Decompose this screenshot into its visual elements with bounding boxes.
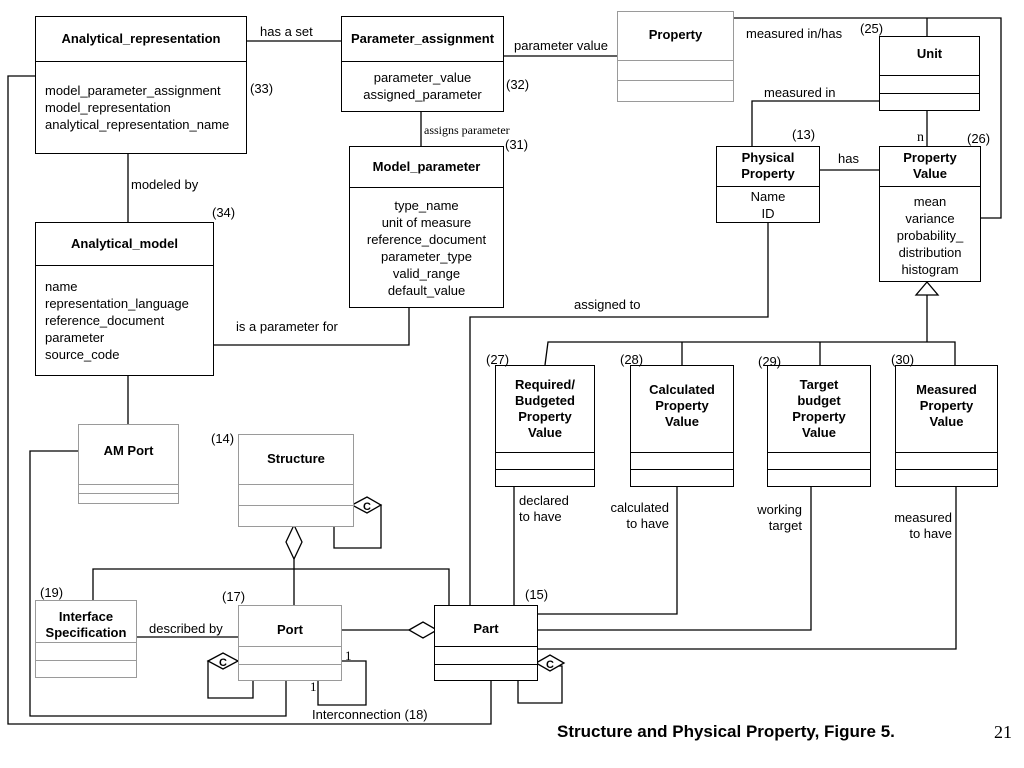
class-calculated-property-value: Calculated Property Value <box>630 365 734 487</box>
class-attributes: model_parameter_assignment model_represe… <box>45 83 230 132</box>
class-name: Required/ Budgeted Property Value <box>515 377 575 440</box>
class-name: Parameter_assignment <box>350 31 495 46</box>
class-port: Port <box>238 605 342 681</box>
class-number-15: (15) <box>525 587 549 602</box>
label-measured-in: measured in <box>764 85 836 100</box>
structure-c-label: C <box>363 501 371 513</box>
class-attributes: name representation_language reference_d… <box>45 279 189 362</box>
class-number-32: (32) <box>506 77 530 92</box>
class-number-30: (30) <box>891 352 915 367</box>
measured-to-have-line <box>537 487 957 650</box>
class-name: Structure <box>267 451 325 466</box>
is-a-parameter-for-line <box>213 307 410 346</box>
label-described-by: described by <box>149 621 223 636</box>
class-interface-specification: Interface Specification <box>35 600 137 678</box>
class-name: Measured Property Value <box>916 382 977 429</box>
calculated-to-have-line <box>537 487 678 615</box>
class-attributes: type_name unit of measure reference_docu… <box>366 198 487 298</box>
measured-in-line <box>751 100 879 146</box>
class-name: Calculated Property Value <box>649 382 715 429</box>
class-number-31: (31) <box>505 137 529 152</box>
am-port-to-port-line <box>29 450 287 717</box>
label-modeled-by: modeled by <box>131 177 199 192</box>
class-property: Property <box>617 11 734 102</box>
class-am-port: AM Port <box>78 424 179 504</box>
label-has: has <box>838 151 859 166</box>
class-attributes: mean variance probability_ distribution … <box>896 194 964 277</box>
class-unit: Unit <box>879 36 980 111</box>
structure-composition-bar <box>92 568 450 605</box>
class-number-26: (26) <box>967 131 991 146</box>
class-target-budget-property-value: Target budget Property Value <box>767 365 871 487</box>
class-number-13: (13) <box>792 127 816 142</box>
class-name: Target budget Property Value <box>792 377 846 440</box>
class-structure: Structure <box>238 434 354 527</box>
class-part: Part <box>434 605 538 681</box>
working-target-line <box>537 487 812 631</box>
class-name: Port <box>277 622 303 637</box>
class-number-34: (34) <box>212 205 236 220</box>
label-multiplicity-one-b: 1 <box>310 679 317 694</box>
part-c-marker <box>534 654 566 672</box>
class-name: Part <box>473 621 499 636</box>
label-calculated-to-have: calculated to have <box>610 500 669 531</box>
class-name: Analytical_model <box>71 236 178 251</box>
class-physical-property: Physical Property Name ID <box>716 146 820 223</box>
label-measured-in-has: measured in/has <box>746 26 843 41</box>
class-name: Physical Property <box>741 150 795 181</box>
part-aggregation-diamond <box>407 621 439 639</box>
class-analytical-model: Analytical_model name representation_lan… <box>35 222 214 376</box>
measured-in-has-line <box>733 17 1002 219</box>
class-measured-property-value: Measured Property Value <box>895 365 998 487</box>
class-model-parameter: Model_parameter type_name unit of measur… <box>349 146 504 308</box>
class-attributes: Name ID <box>750 189 786 221</box>
class-parameter-assignment: Parameter_assignment parameter_value ass… <box>341 16 504 112</box>
class-name: AM Port <box>103 443 154 458</box>
class-attributes: parameter_value assigned_parameter <box>363 70 482 102</box>
assigned-to-line <box>469 222 769 605</box>
class-name: Interface Specification <box>45 609 127 640</box>
label-multiplicity-one-a: 1 <box>345 648 352 663</box>
class-number-14: (14) <box>211 431 235 446</box>
class-name: Property Value <box>903 150 957 181</box>
generalization-bar <box>544 341 956 366</box>
label-working-target: working target <box>757 502 802 533</box>
class-required-budgeted-property-value: Required/ Budgeted Property Value <box>495 365 595 487</box>
page-number: 21 <box>994 722 1012 742</box>
label-assigned-to: assigned to <box>574 297 641 312</box>
class-number-28: (28) <box>620 352 644 367</box>
class-number-27: (27) <box>486 352 510 367</box>
label-multiplicity-n: n <box>917 130 924 145</box>
class-property-value: Property Value mean variance probability… <box>879 146 981 282</box>
label-is-a-parameter-for: is a parameter for <box>236 319 338 334</box>
class-number-25: (25) <box>860 21 884 36</box>
part-c-label: C <box>546 659 554 671</box>
class-name: Unit <box>916 46 943 61</box>
class-analytical-representation: Analytical_representation model_paramete… <box>35 16 247 154</box>
class-number-29: (29) <box>758 354 782 369</box>
class-name: Analytical_representation <box>61 31 221 46</box>
figure-caption: Structure and Physical Property, Figure … <box>557 722 895 741</box>
class-number-19: (19) <box>40 585 64 600</box>
label-assigns-parameter: assigns parameter <box>424 123 510 137</box>
class-name: Property <box>648 27 703 42</box>
class-number-33: (33) <box>250 81 274 96</box>
label-interconnection: Interconnection (18) <box>312 707 428 722</box>
label-parameter-value: parameter value <box>514 38 608 53</box>
label-measured-to-have: measured to have <box>894 510 952 541</box>
interconnection-line <box>317 660 367 706</box>
structure-composition-diamond <box>285 523 303 561</box>
label-declared-to-have: declared to have <box>519 493 569 524</box>
analytical-representation-bus <box>7 75 492 725</box>
class-number-17: (17) <box>222 589 246 604</box>
label-has-a-set: has a set <box>260 24 313 39</box>
generalization-triangle <box>914 280 940 296</box>
port-c-label: C <box>219 657 227 669</box>
structure-c-marker <box>350 496 383 514</box>
class-name: Model_parameter <box>372 159 481 174</box>
